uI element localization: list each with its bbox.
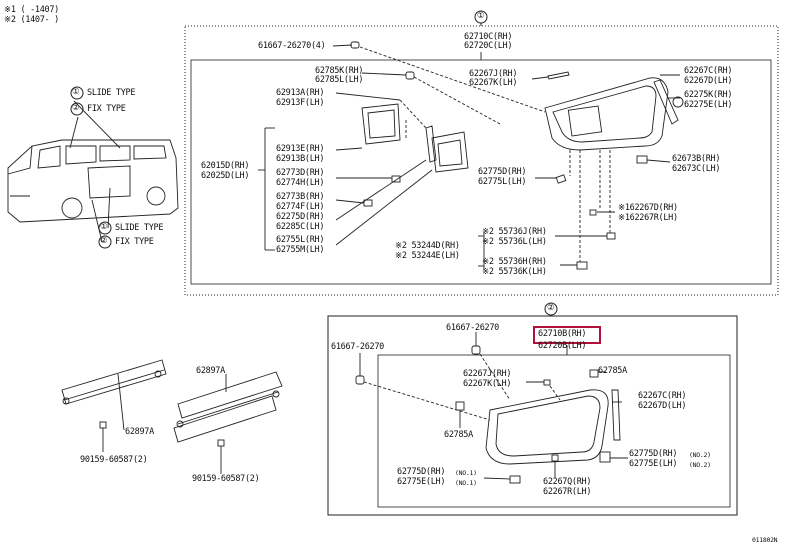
g2-label-f1[interactable]: 62267C(RH): [638, 391, 687, 401]
g2-label-f2[interactable]: 62267D(LH): [638, 401, 687, 411]
g1-label-i1[interactable]: 62913E(RH): [276, 144, 325, 154]
g1-label-i8[interactable]: 62285C(LH): [276, 222, 325, 232]
group1-parts: [258, 41, 684, 270]
g2-label-a[interactable]: 61667-26270: [446, 323, 499, 333]
van-slide-type-bottom: SLIDE TYPE: [115, 223, 164, 233]
g1-label-i2[interactable]: 62913B(LH): [276, 154, 325, 164]
g1-label-g1[interactable]: 62913A(RH): [276, 88, 325, 98]
g1-label-k2[interactable]: 62673C(LH): [672, 164, 721, 174]
g1-label-b2[interactable]: 62720C(LH): [464, 41, 513, 51]
group2-frame: [327, 315, 738, 516]
g1-label-n2[interactable]: ※2 53244E(LH): [395, 251, 460, 261]
van-c1-bottom: ①: [100, 222, 108, 232]
g1-label-l2[interactable]: ※162267R(LH): [618, 213, 678, 223]
g1-label-f2[interactable]: 62275E(LH): [684, 100, 733, 110]
group1-marker: ①: [477, 11, 485, 21]
van-circle-4: [98, 235, 112, 249]
bolt-label-c[interactable]: 90159-60587(2): [80, 455, 148, 465]
g1-label-k1[interactable]: 62673B(RH): [672, 154, 721, 164]
van-circle-2: [70, 102, 84, 116]
g1-label-i7[interactable]: 62275D(RH): [276, 212, 325, 222]
g1-label-i10[interactable]: 62755M(LH): [276, 245, 325, 255]
van-illustration: [7, 100, 179, 243]
g1-label-b1[interactable]: 62710C(RH): [464, 32, 513, 42]
g1-label-d1[interactable]: 62267J(RH): [469, 69, 518, 79]
g2-label-c1[interactable]: 62710B(RH): [538, 329, 587, 339]
g2-label-h2[interactable]: 62775E(LH): [397, 477, 446, 487]
van-circle-3: [98, 221, 112, 235]
van-c2-top: ②: [72, 103, 80, 113]
van-c2-bottom: ②: [100, 236, 108, 246]
g1-label-i3[interactable]: 62773D(RH): [276, 168, 325, 178]
g1-label-e2[interactable]: 62267D(LH): [684, 76, 733, 86]
g1-label-h1[interactable]: 62015D(RH): [201, 161, 250, 171]
highlighted-part-box: [533, 326, 601, 344]
g2-label-i1[interactable]: 62267Q(RH): [543, 477, 592, 487]
g1-label-l1[interactable]: ※162267D(RH): [618, 203, 678, 213]
g2-label-j2-note: (NO.2): [689, 461, 711, 469]
bolt-label-d[interactable]: 90159-60587(2): [192, 474, 260, 484]
g1-label-a[interactable]: 61667-26270(4): [258, 41, 326, 51]
g1-label-m2[interactable]: ※2 55736L(LH): [482, 237, 547, 247]
group2-inner-frame: [377, 354, 731, 508]
g2-label-b[interactable]: 61667-26270: [331, 342, 384, 352]
g1-label-j2[interactable]: 62775L(LH): [478, 177, 527, 187]
van-circle-1: [70, 86, 84, 100]
note-2: ※2 (1407- ): [4, 15, 59, 25]
group2-marker: ②: [547, 303, 555, 313]
group2-parts: [355, 332, 628, 484]
van-fix-type-top: FIX TYPE: [87, 104, 126, 114]
g1-label-c2[interactable]: 62785L(LH): [315, 75, 364, 85]
van-slide-type-top: SLIDE TYPE: [87, 88, 136, 98]
g2-label-j2[interactable]: 62775E(LH): [629, 459, 678, 469]
g1-label-n1[interactable]: ※2 53244D(RH): [395, 241, 460, 251]
g2-label-h1-note: (NO.1): [455, 469, 477, 477]
g1-label-i9[interactable]: 62755L(RH): [276, 235, 325, 245]
note-1: ※1 ( -1407): [4, 5, 59, 15]
g2-label-c2[interactable]: 62720B(LH): [538, 341, 587, 351]
g2-label-d[interactable]: 62785A: [598, 366, 627, 376]
g2-label-e1[interactable]: 62267J(RH): [463, 369, 512, 379]
g2-label-j1[interactable]: 62775D(RH): [629, 449, 678, 459]
g1-label-i5[interactable]: 62773B(RH): [276, 192, 325, 202]
moulding-label-a[interactable]: 62897A: [125, 427, 154, 437]
g2-label-i2[interactable]: 62267R(LH): [543, 487, 592, 497]
g1-label-i4[interactable]: 62774H(LH): [276, 178, 325, 188]
g2-label-e2[interactable]: 62267K(LH): [463, 379, 512, 389]
diagram-code: 011802N: [752, 536, 778, 544]
g2-label-h1[interactable]: 62775D(RH): [397, 467, 446, 477]
moulding-parts: [61, 359, 283, 474]
g1-label-m1[interactable]: ※2 55736J(RH): [482, 227, 547, 237]
moulding-label-b[interactable]: 62897A: [196, 366, 225, 376]
g2-label-j1-note: (NO.2): [689, 451, 711, 459]
group1-frame: [184, 25, 779, 296]
g1-label-f1[interactable]: 62275K(RH): [684, 90, 733, 100]
van-c1-top: ①: [72, 87, 80, 97]
g2-label-h2-note: (NO.1): [455, 479, 477, 487]
g2-label-g[interactable]: 62785A: [444, 430, 473, 440]
g1-label-o2[interactable]: ※2 55736K(LH): [482, 267, 547, 277]
g1-label-h2[interactable]: 62025D(LH): [201, 171, 250, 181]
g1-label-e1[interactable]: 62267C(RH): [684, 66, 733, 76]
g1-label-o1[interactable]: ※2 55736H(RH): [482, 257, 547, 267]
van-fix-type-bottom: FIX TYPE: [115, 237, 154, 247]
g1-label-c1[interactable]: 62785K(RH): [315, 66, 364, 76]
g1-label-i6[interactable]: 62774F(LH): [276, 202, 325, 212]
g1-label-g2[interactable]: 62913F(LH): [276, 98, 325, 108]
g1-label-j1[interactable]: 62775D(RH): [478, 167, 527, 177]
g1-label-d2[interactable]: 62267K(LH): [469, 78, 518, 88]
